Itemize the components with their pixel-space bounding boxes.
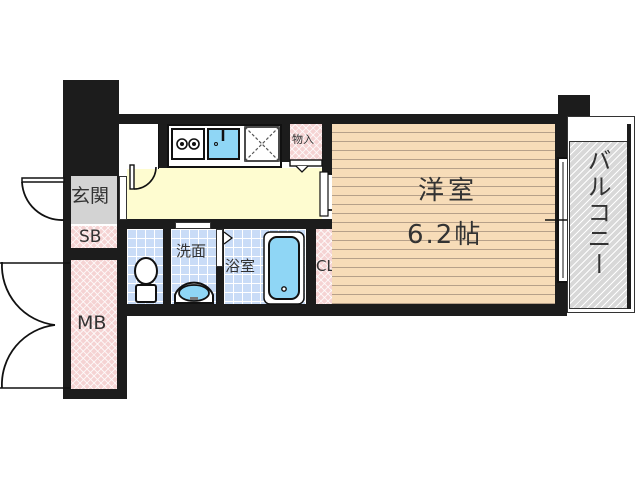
balcony-label: バルコニー <box>583 148 611 278</box>
laundry-space <box>127 124 159 169</box>
shoe-box-label: SB <box>79 227 102 247</box>
wall-wash-bath <box>216 229 224 307</box>
bathroom-door[interactable] <box>216 229 223 267</box>
wall-corridor-bottom <box>127 219 357 229</box>
wall-storage-left <box>282 124 290 162</box>
wall-top <box>119 114 565 124</box>
balcony-rail <box>627 124 631 309</box>
meter-box-doors-icon[interactable] <box>0 261 72 392</box>
room-balcony <box>569 141 631 309</box>
washroom-doorway <box>175 222 211 229</box>
corridor-kitchen <box>127 168 322 219</box>
wall-sb-mb <box>63 248 127 260</box>
wall-bottom <box>119 304 567 316</box>
pillar-left <box>63 80 119 176</box>
room-shoe-box <box>71 226 117 248</box>
washroom-label: 洗面 <box>176 242 207 260</box>
room-western-lower <box>352 219 555 304</box>
front-door-icon[interactable] <box>20 176 70 226</box>
entrance-step <box>119 176 127 220</box>
bathtub-icon <box>263 231 305 305</box>
bathroom-label: 浴室 <box>225 257 256 275</box>
bathroom-door-arrow-icon <box>223 231 234 245</box>
stove-icon <box>171 128 205 160</box>
entrance-label: 玄関 <box>71 185 110 207</box>
meter-box-label: MB <box>77 312 107 334</box>
refrigerator-space-icon <box>244 126 280 162</box>
room-entrance <box>71 176 117 224</box>
room-storage <box>290 124 322 162</box>
toilet-icon <box>134 257 158 303</box>
wall-room-left <box>322 124 332 174</box>
wall-mb-right <box>117 176 127 398</box>
wall-kitchen-sep <box>159 124 167 169</box>
storage-door-icon[interactable] <box>289 159 324 180</box>
storage-label: 物入 <box>292 133 314 146</box>
wall-bath-cl <box>306 229 316 307</box>
room-meter-box <box>71 260 117 389</box>
sink-icon <box>207 128 240 160</box>
closet-label: CL <box>316 257 335 275</box>
wash-basin-icon <box>174 281 214 304</box>
laundry-door-icon[interactable] <box>129 164 160 195</box>
wall-toilet-wash <box>163 229 171 307</box>
western-room-label: 洋室 <box>418 176 479 206</box>
wall-left-lower <box>63 176 71 398</box>
western-room-size: 6.2帖 <box>407 220 483 250</box>
wall-mb-bottom <box>63 389 127 399</box>
